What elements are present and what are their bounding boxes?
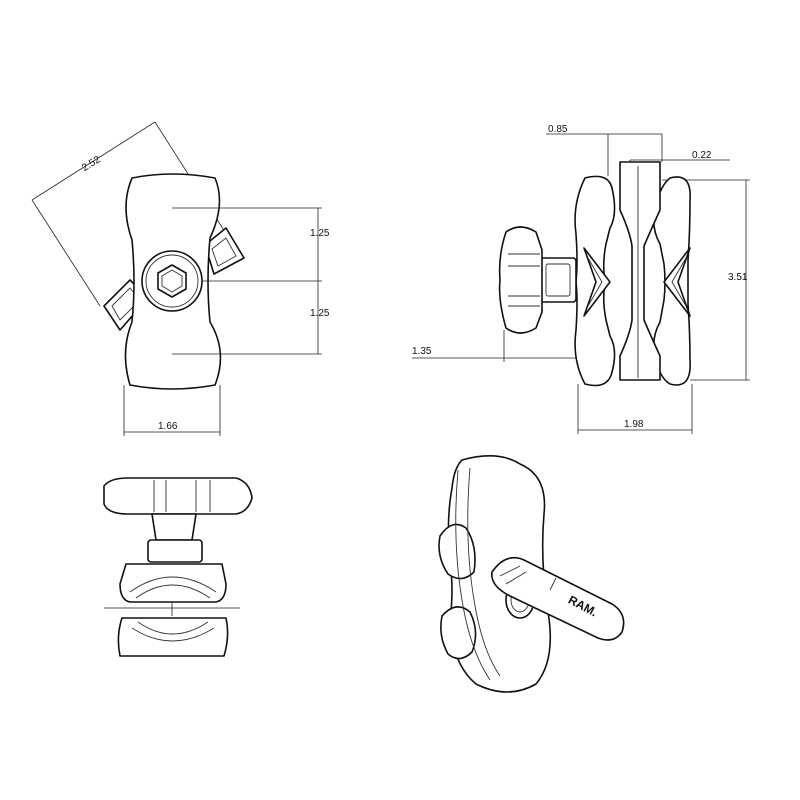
side-view: 0.85 0.22 3.51 1.35 1. [412, 124, 750, 434]
dim-bottom-half: 1.25 [310, 308, 330, 319]
isometric-view: RAM. [438, 455, 625, 693]
top-view [103, 477, 253, 657]
socket-clamp-lower [117, 617, 229, 657]
knob-handle [498, 226, 543, 334]
knob-top-view [103, 477, 253, 515]
knob-stem [539, 257, 577, 303]
arm-lobe-bottom [440, 606, 477, 660]
hex-nut-icon [157, 264, 187, 298]
front-view: 2.52 1.25 1.25 1.66 [31, 121, 330, 436]
socket-left [583, 247, 611, 317]
socket-arm-upper [204, 227, 245, 275]
dim-gap: 0.22 [692, 150, 712, 161]
dim-width: 1.66 [158, 421, 178, 432]
dim-socket-offset: 0.85 [548, 124, 568, 135]
stem-collar [147, 539, 203, 563]
socket-clamp-upper [119, 563, 227, 603]
dim-knob-offset: 1.35 [412, 346, 432, 357]
dim-depth: 1.98 [624, 419, 644, 430]
knob-handle-iso [491, 556, 625, 641]
arm-center-link [619, 161, 661, 381]
socket-right [663, 247, 691, 317]
dim-height: 3.51 [728, 272, 748, 283]
dim-top-half: 1.25 [310, 228, 330, 239]
